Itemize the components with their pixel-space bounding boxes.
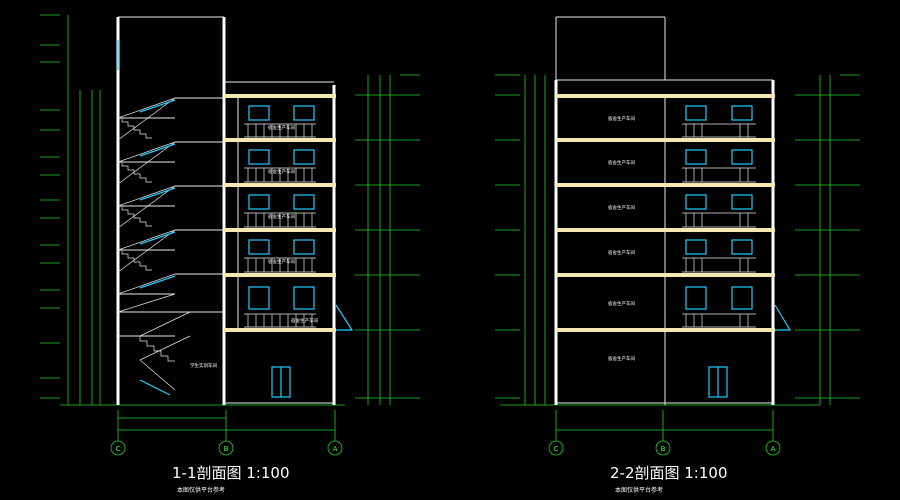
section-1-1: 宿舍生产车间 宿舍生产车间 宿舍生产车间 宿舍生产车间 宿舍生产车间 学生实训车…	[40, 14, 420, 494]
windows-section-2	[685, 105, 753, 398]
stair-tower	[116, 16, 226, 405]
building-section-2	[554, 16, 792, 405]
room-label-2-f3: 宿舍生产车间	[608, 249, 635, 256]
room-label-f6: 宿舍生产车间	[268, 124, 295, 131]
room-label-f2: 宿舍生产车间	[291, 317, 318, 324]
axis-label-b-2: B	[661, 445, 666, 453]
axis-label-b-1: B	[224, 445, 229, 453]
section-2-note: 本图仅供平台参考	[615, 486, 663, 494]
room-label-2-ground: 宿舍生产车间	[608, 355, 635, 362]
section-2-title: 2-2剖面图 1:100	[610, 464, 728, 482]
room-label-2-f6: 宿舍生产车间	[608, 115, 635, 122]
windows-section-1	[248, 105, 315, 398]
left-dimension-lines-2	[495, 74, 820, 406]
axis-label-c-1: C	[116, 445, 121, 453]
room-label-2-f2: 宿舍生产车间	[608, 300, 635, 307]
section-1-title: 1-1剖面图 1:100	[172, 464, 290, 482]
axis-label-a-1: A	[333, 445, 338, 453]
right-dimension-lines-2	[795, 74, 860, 405]
axis-label-a-2: A	[771, 445, 776, 453]
section-1-note: 本图仅供平台参考	[177, 486, 225, 494]
section-2-2: 宿舍生产车间 宿舍生产车间 宿舍生产车间 宿舍生产车间 宿舍生产车间 宿舍生产车…	[495, 16, 860, 494]
right-dimension-lines-1	[355, 74, 420, 405]
room-label-f5: 宿舍生产车间	[268, 168, 295, 175]
room-label-2-f4: 宿舍生产车间	[608, 204, 635, 211]
axis-grid-1	[110, 410, 343, 456]
room-label-2-f5: 宿舍生产车间	[608, 159, 635, 166]
axis-label-c-2: C	[554, 445, 559, 453]
building-section-1	[224, 81, 354, 405]
room-label-ground: 学生实训车间	[190, 362, 217, 369]
axis-grid-2	[548, 410, 781, 456]
room-label-f3: 宿舍生产车间	[268, 258, 295, 265]
left-dimension-lines	[40, 14, 345, 406]
room-label-f4: 宿舍生产车间	[268, 213, 295, 220]
